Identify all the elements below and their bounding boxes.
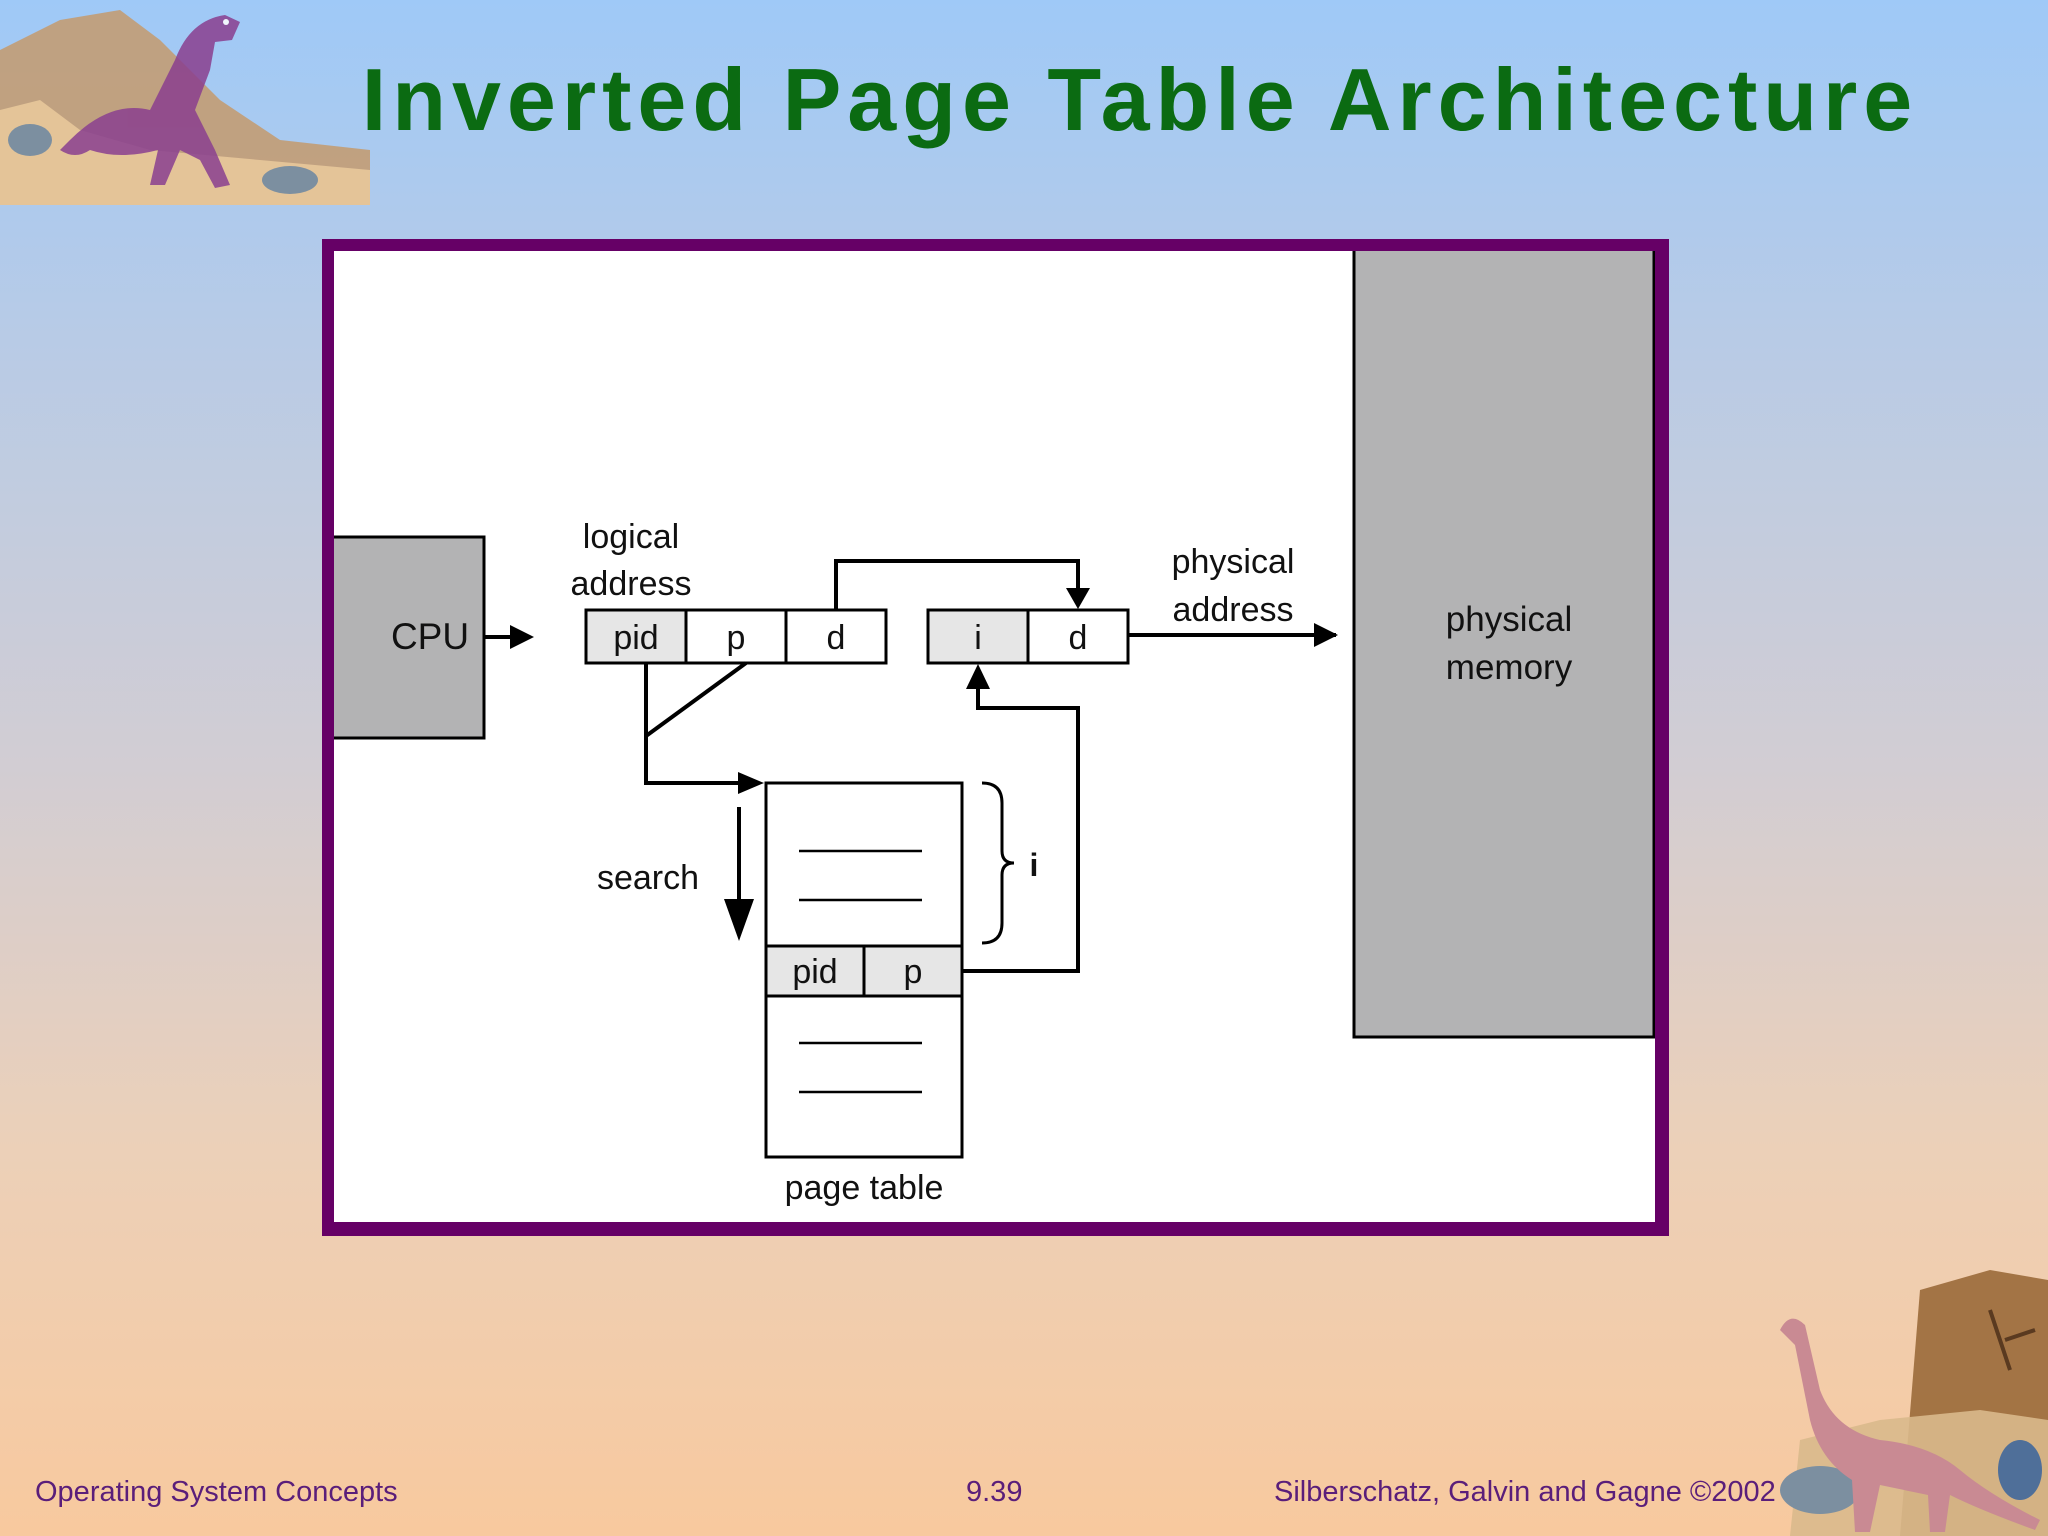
inverted-page-table-diagram: CPU logical address pid p d <box>334 251 1655 1207</box>
cpu-label: CPU <box>391 616 469 657</box>
logical-address-p-field <box>684 608 788 665</box>
physical-address-label-line1: physical <box>1172 543 1295 581</box>
index-brace-label: i <box>1030 847 1039 883</box>
pid-to-page-table-connector <box>644 663 758 785</box>
t-rex-illustration <box>0 10 370 205</box>
logical-address-pid-text: pid <box>613 619 658 657</box>
physical-address-d-field <box>1026 608 1130 665</box>
diagram-canvas: CPU logical address pid p d <box>334 251 1655 1222</box>
physical-address-i-text: i <box>974 619 982 657</box>
entry-index-arrowhead <box>966 664 990 689</box>
logical-address-label-line1: logical <box>583 518 679 556</box>
address-to-memory-arrowhead <box>1314 623 1338 647</box>
offset-copy-connector <box>834 559 1080 610</box>
physical-memory-box <box>1352 251 1655 1039</box>
physical-address-label-line2: address <box>1173 591 1294 629</box>
page-table-entry-pid-text: pid <box>792 953 837 991</box>
physical-address-d-text: d <box>1069 619 1088 657</box>
cpu-to-address-arrowhead <box>510 625 534 649</box>
logical-address-label-line2: address <box>571 565 692 603</box>
offset-copy-arrowhead <box>1066 588 1090 609</box>
physical-memory-label-line2: memory <box>1446 648 1573 687</box>
footer-page-number: 9.39 <box>966 1476 1023 1508</box>
logical-address-p-text: p <box>727 619 746 657</box>
logical-address-d-text: d <box>827 619 846 657</box>
slide-title: Inverted Page Table Architecture <box>361 50 1919 149</box>
brontosaurus-illustration <box>1780 1270 2048 1536</box>
index-brace <box>981 781 1015 945</box>
p-to-page-table-connector <box>644 661 748 738</box>
page-table-entry-p <box>862 944 964 998</box>
footer-authors: Silberschatz, Galvin and Gagne ©2002 <box>1274 1476 1776 1508</box>
cpu-box <box>334 535 486 740</box>
search-label: search <box>597 859 699 897</box>
search-arrowhead <box>724 899 754 941</box>
footer-book-title: Operating System Concepts <box>35 1476 398 1508</box>
physical-memory-label-line1: physical <box>1446 600 1572 639</box>
page-table-entry-p-text: p <box>904 953 923 991</box>
page-table-entry-arrowhead <box>738 772 764 794</box>
logical-address-d-field <box>784 608 888 665</box>
entry-index-connector <box>962 681 1080 973</box>
diagram-frame: CPU logical address pid p d <box>322 239 1669 1236</box>
page-table-label: page table <box>785 1169 944 1207</box>
